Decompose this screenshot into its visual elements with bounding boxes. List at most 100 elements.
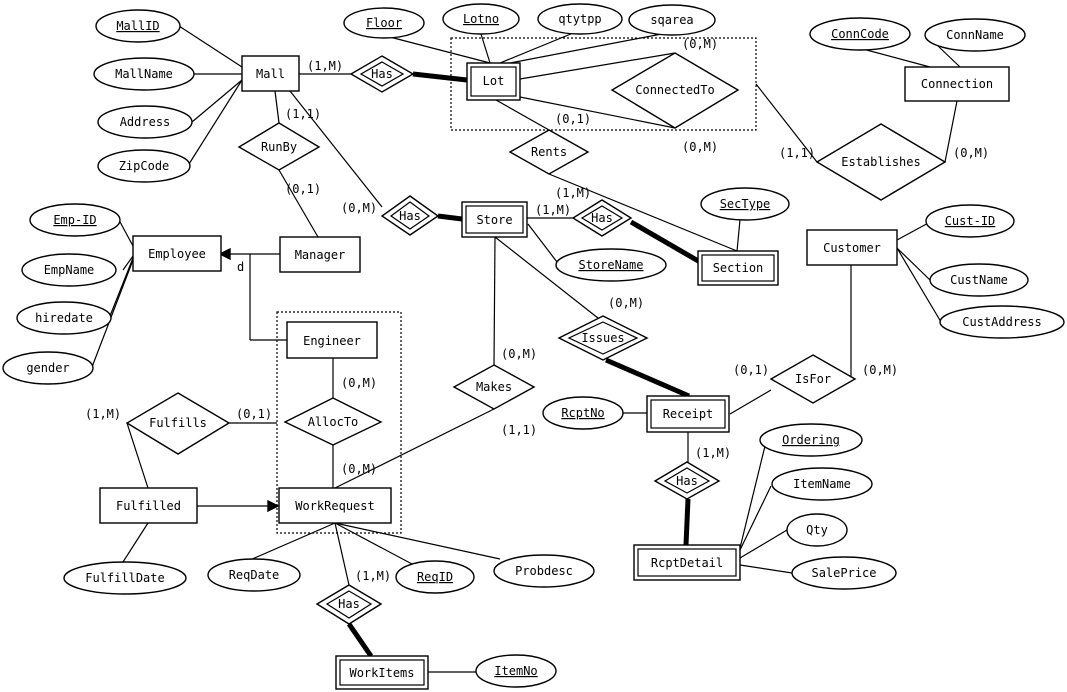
cardinality-label: (0,M): [953, 146, 989, 160]
connector-lines: [91, 25, 961, 673]
relationship-isfor: IsFor: [769, 354, 857, 404]
relationship-store-section-has-label: Has: [591, 211, 613, 225]
attribute-qtytpp: qtytpp: [537, 3, 623, 35]
attribute-gender: gender: [2, 351, 94, 385]
cardinality-label: (0,1): [285, 182, 321, 196]
cardinality-label: (0,M): [608, 296, 644, 310]
disjoint-marker: d: [237, 260, 244, 274]
attribute-itemno: ItemNo: [475, 654, 557, 688]
entity-customer: Customer: [806, 229, 898, 266]
attribute-itemname: ItemName: [771, 467, 873, 501]
attribute-mallid-label: MallID: [116, 19, 159, 33]
relationship-issues-label: Issues: [581, 331, 624, 345]
cardinality-label: (0,M): [501, 347, 537, 361]
relationship-connectedto: ConnectedTo: [610, 52, 740, 129]
entity-workitems: WorkItems: [335, 655, 429, 690]
relationship-makes-label: Makes: [476, 380, 512, 394]
attribute-fulfilldate: FulfillDate: [63, 561, 187, 595]
relationship-fulfills-label: Fulfills: [149, 416, 207, 430]
attribute-probdesc-label: Probdesc: [515, 564, 573, 578]
entity-employee-label: Employee: [148, 247, 206, 261]
attribute-hiredate: hiredate: [16, 301, 112, 335]
entity-store-label: Store: [476, 213, 512, 227]
entity-customer-label: Customer: [823, 241, 881, 255]
cardinality-label: (1,1): [779, 146, 815, 160]
attribute-itemname-label: ItemName: [793, 477, 851, 491]
entity-mall: Mall: [241, 55, 300, 92]
relationship-workreq-items-has: Has: [315, 584, 383, 625]
cardinality-label: (0,M): [341, 201, 377, 215]
attribute-reqid: ReqID: [395, 560, 475, 594]
attribute-empid: Emp-ID: [29, 203, 121, 237]
cardinality-label: (1,M): [85, 407, 121, 421]
cardinality-label: (1,1): [501, 423, 537, 437]
cardinality-label: (1,M): [307, 59, 343, 73]
attribute-address: Address: [97, 105, 193, 139]
cardinality-label: (0,M): [862, 363, 898, 377]
attribute-empname-label: EmpName: [44, 263, 95, 277]
entity-rcptdetail-label: RcptDetail: [651, 556, 723, 570]
attribute-sectype: SecType: [700, 187, 790, 221]
cardinality-label: (0,M): [341, 376, 377, 390]
attribute-ordering-label: Ordering: [782, 433, 840, 447]
cardinality-label: (1,M): [535, 203, 571, 217]
entity-section-label: Section: [713, 261, 764, 275]
entity-connection-label: Connection: [921, 77, 993, 91]
relationship-receipt-detail-has: Has: [653, 461, 721, 500]
entity-receipt-label: Receipt: [663, 407, 714, 421]
entity-lot-label: Lot: [483, 74, 505, 88]
attribute-floor: Floor: [343, 7, 425, 39]
relationship-isfor-label: IsFor: [795, 372, 831, 386]
cardinality-label: (1,M): [555, 186, 591, 200]
relationship-makes: Makes: [452, 364, 536, 410]
attribute-empname: EmpName: [21, 253, 117, 287]
attribute-sectype-label: SecType: [720, 197, 771, 211]
attribute-saleprice-label: SalePrice: [811, 566, 876, 580]
entity-manager-label: Manager: [295, 248, 346, 262]
entity-engineer: Engineer: [286, 321, 378, 359]
attribute-lotno: Lotno: [442, 3, 520, 35]
entity-store: Store: [461, 201, 528, 238]
entity-workrequest-label: WorkRequest: [295, 499, 374, 513]
cardinality-label: (1,M): [355, 569, 391, 583]
attribute-saleprice: SalePrice: [791, 556, 897, 590]
attribute-fulfilldate-label: FulfillDate: [85, 571, 164, 585]
relationship-mall-store-has: Has: [380, 195, 440, 236]
attribute-sqarea-label: sqarea: [650, 13, 693, 27]
entity-engineer-label: Engineer: [303, 334, 361, 348]
attribute-custname: CustName: [929, 263, 1029, 297]
attribute-qtytpp-label: qtytpp: [558, 12, 601, 26]
attribute-custaddress-label: CustAddress: [962, 315, 1041, 329]
entity-workrequest: WorkRequest: [278, 487, 392, 524]
attribute-hiredate-label: hiredate: [35, 311, 93, 325]
attribute-qty-label: Qty: [806, 523, 828, 537]
attribute-rcptno-label: RcptNo: [561, 406, 604, 420]
attribute-custid-label: Cust-ID: [945, 214, 996, 228]
entity-manager: Manager: [279, 236, 361, 273]
attribute-mallname-label: MallName: [115, 67, 173, 81]
attribute-reqid-label: ReqID: [417, 570, 453, 584]
relationship-workreq-items-has-label: Has: [338, 597, 360, 611]
relationship-mall-lot-has: Has: [349, 55, 415, 93]
relationship-runby: RunBy: [237, 122, 321, 171]
attribute-conncode-label: ConnCode: [831, 27, 889, 41]
cardinality-label: (0,M): [682, 37, 718, 51]
relationship-establishes-label: Establishes: [841, 155, 920, 169]
relationship-store-section-has: Has: [571, 199, 633, 237]
relationship-mall-lot-has-label: Has: [371, 67, 393, 81]
entity-fulfilled: Fulfilled: [99, 487, 198, 524]
relationship-allocto: AllocTo: [283, 397, 383, 446]
attribute-itemno-label: ItemNo: [494, 664, 537, 678]
attribute-qty: Qty: [786, 513, 848, 547]
cardinality-label: (0,M): [682, 140, 718, 154]
engineer-aggregation-box: [276, 311, 402, 534]
attribute-storename: StoreName: [555, 248, 667, 282]
relationship-runby-label: RunBy: [261, 140, 297, 154]
entity-rcptdetail: RcptDetail: [633, 544, 741, 581]
entity-workitems-label: WorkItems: [349, 666, 414, 680]
entity-receipt: Receipt: [646, 395, 730, 433]
attribute-lotno-label: Lotno: [463, 12, 499, 26]
attribute-address-label: Address: [120, 115, 171, 129]
relationship-allocto-label: AllocTo: [308, 415, 359, 429]
